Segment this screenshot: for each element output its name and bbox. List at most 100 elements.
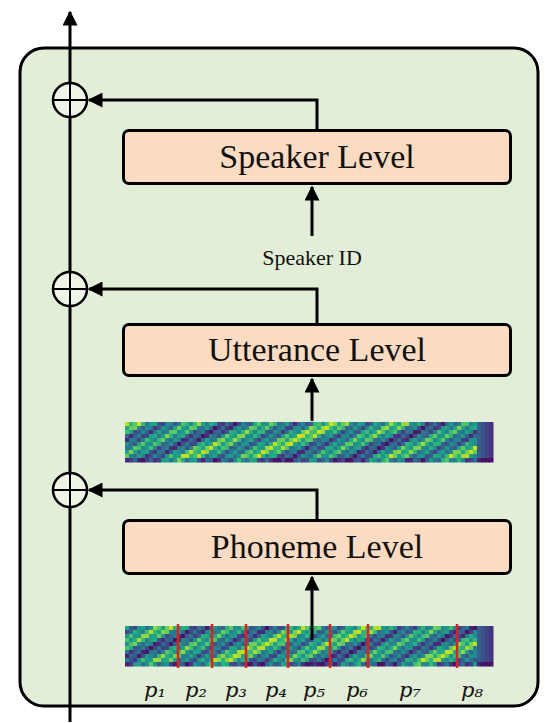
spectrogram-cell: [201, 634, 206, 639]
spectrogram-cell: [437, 638, 442, 643]
spectrogram-cell: [233, 650, 238, 655]
spectrogram-cell: [373, 654, 378, 659]
spectrogram-cell: [157, 434, 162, 439]
spectrogram-cell: [481, 422, 486, 427]
spectrogram-cell: [217, 650, 222, 655]
spectrogram-cell: [289, 642, 294, 647]
spectrogram-cell: [297, 430, 302, 435]
spectrogram-cell: [289, 450, 294, 455]
spectrogram-cell: [369, 646, 374, 651]
spectrogram-cell: [369, 662, 374, 667]
spectrogram-cell: [233, 662, 238, 667]
spectrogram-cell: [417, 446, 422, 451]
spectrogram-cell: [189, 642, 194, 647]
spectrogram-cell: [405, 662, 410, 667]
spectrogram-cell: [321, 658, 326, 663]
spectrogram-cell: [413, 422, 418, 427]
spectrogram-cell: [425, 642, 430, 647]
spectrogram-cell: [297, 442, 302, 447]
spectrogram-cell: [125, 658, 130, 663]
spectrogram-cell: [401, 438, 406, 443]
spectrogram-cell: [309, 442, 314, 447]
spectrogram-cell: [293, 626, 298, 631]
spectrogram-cell: [289, 626, 294, 631]
spectrogram-cell: [369, 654, 374, 659]
spectrogram-cell: [269, 634, 274, 639]
spectrogram-cell: [305, 422, 310, 427]
spectrogram-cell: [361, 430, 366, 435]
spectrogram-cell: [221, 422, 226, 427]
spectrogram-cell: [125, 430, 130, 435]
spectrogram-cell: [133, 454, 138, 459]
spectrogram-cell: [265, 650, 270, 655]
spectrogram-cell: [329, 422, 334, 427]
spectrogram-cell: [413, 650, 418, 655]
spectrogram-cell: [365, 458, 370, 463]
spectrogram-cell: [289, 454, 294, 459]
spectrogram-cell: [349, 438, 354, 443]
spectrogram-cell: [145, 646, 150, 651]
phoneme-boundary: [245, 624, 248, 668]
spectrogram-cell: [189, 438, 194, 443]
spectrogram-cell: [469, 438, 474, 443]
spectrogram-cell: [433, 630, 438, 635]
spectrogram-cell: [185, 638, 190, 643]
spectrogram-cell: [481, 450, 486, 455]
spectrogram-cell: [417, 450, 422, 455]
spectrogram-cell: [137, 434, 142, 439]
spectrogram-cell: [213, 638, 218, 643]
spectrogram-cell: [385, 434, 390, 439]
spectrogram-cell: [313, 434, 318, 439]
spectrogram-cell: [429, 650, 434, 655]
spectrogram-cell: [141, 442, 146, 447]
spectrogram-cell: [129, 630, 134, 635]
spectrogram-cell: [265, 626, 270, 631]
spectrogram-cell: [281, 662, 286, 667]
spectrogram-cell: [129, 446, 134, 451]
spectrogram-cell: [489, 658, 494, 663]
spectrogram-cell: [445, 638, 450, 643]
spectrogram-cell: [345, 438, 350, 443]
spectrogram-cell: [229, 434, 234, 439]
spectrogram-cell: [301, 662, 306, 667]
spectrogram-cell: [141, 650, 146, 655]
spectrogram-cell: [413, 434, 418, 439]
spectrogram-cell: [409, 638, 414, 643]
spectrogram-cell: [345, 626, 350, 631]
spectrogram-cell: [385, 450, 390, 455]
spectrogram-cell: [281, 638, 286, 643]
spectrogram-cell: [189, 446, 194, 451]
spectrogram-cell: [189, 458, 194, 463]
spectrogram-cell: [305, 658, 310, 663]
spectrogram-cell: [441, 438, 446, 443]
spectrogram-cell: [233, 634, 238, 639]
spectrogram-cell: [285, 430, 290, 435]
spectrogram-cell: [173, 430, 178, 435]
spectrogram-cell: [169, 434, 174, 439]
spectrogram-cell: [149, 638, 154, 643]
spectrogram-cell: [129, 638, 134, 643]
spectrogram-cell: [225, 434, 230, 439]
spectrogram-cell: [313, 646, 318, 651]
spectrogram-cell: [205, 450, 210, 455]
spectrogram-cell: [421, 422, 426, 427]
spectrogram-cell: [273, 422, 278, 427]
spectrogram-cell: [145, 438, 150, 443]
spectrogram-cell: [425, 646, 430, 651]
spectrogram-cell: [201, 630, 206, 635]
spectrogram-cell: [241, 450, 246, 455]
spectrogram-cell: [417, 662, 422, 667]
spectrogram-cell: [265, 658, 270, 663]
spectrogram-cell: [397, 450, 402, 455]
spectrogram-cell: [357, 638, 362, 643]
spectrogram-cell: [145, 454, 150, 459]
spectrogram-cell: [349, 650, 354, 655]
spectrogram-cell: [197, 450, 202, 455]
spectrogram-cell: [141, 454, 146, 459]
spectrogram-cell: [337, 442, 342, 447]
spectrogram-cell: [233, 450, 238, 455]
spectrogram-cell: [317, 626, 322, 631]
spectrogram-cell: [189, 626, 194, 631]
spectrogram-cell: [361, 650, 366, 655]
spectrogram-cell: [485, 654, 490, 659]
